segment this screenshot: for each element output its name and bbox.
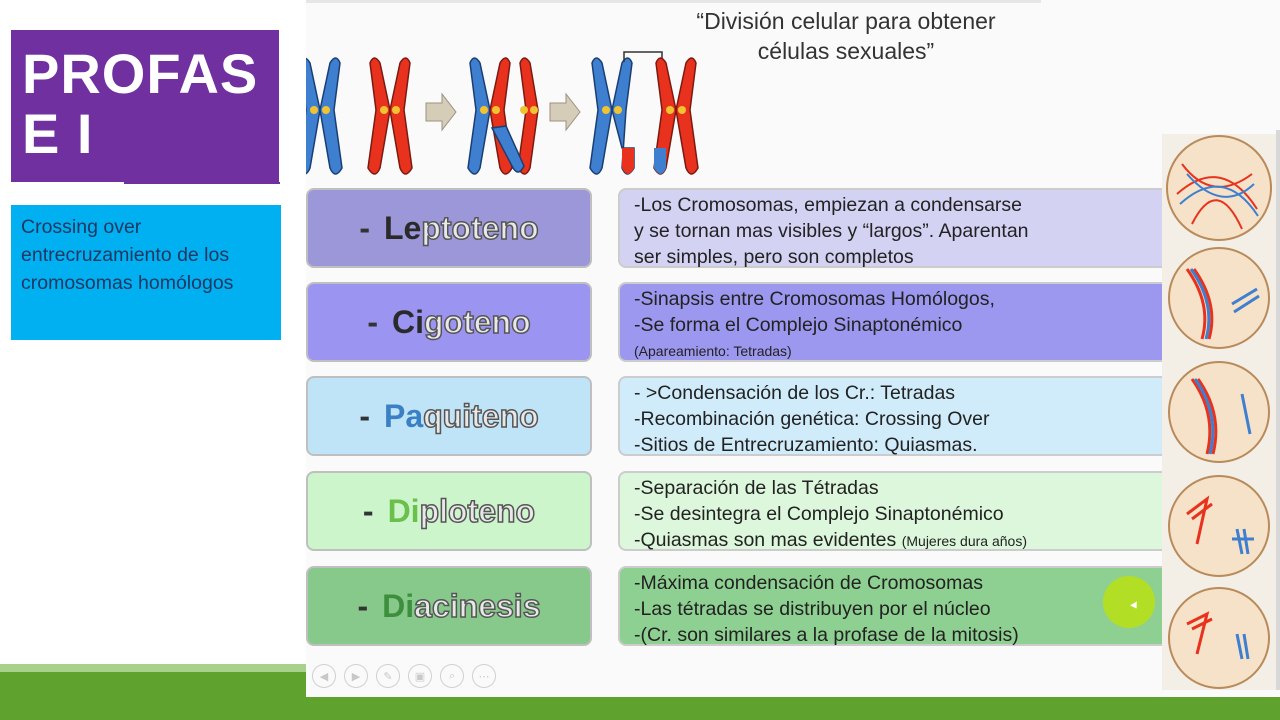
title-underline: [124, 182, 280, 184]
phase-label: - Di ploteno: [306, 471, 592, 551]
phase-prefix: Di: [387, 492, 420, 529]
phase-row-diploteno: - Di ploteno -Separación de las Tétradas…: [306, 471, 1178, 553]
phase-label: - Ci goteno: [306, 282, 592, 362]
presentation-controls: ◀ ▶ ✎ ▣ ⌕ ⋯: [312, 664, 496, 688]
cell-cigoteno: [1168, 247, 1270, 349]
phase-label: - Pa quiteno: [306, 376, 592, 456]
heading-line-1: “División celular para obtener: [696, 8, 996, 34]
arrow-icon: [549, 92, 581, 132]
phase-suffix: acinesis: [413, 587, 541, 625]
phase-row-paquiteno: - Pa quiteno - >Condensación de los Cr.:…: [306, 376, 1178, 458]
pen-icon[interactable]: ✎: [376, 664, 400, 688]
screenshot-heading: “División celular para obtener células s…: [646, 6, 1046, 66]
phase-suffix: ploteno: [419, 492, 536, 530]
phase-label: - Di acinesis: [306, 566, 592, 646]
slides-icon[interactable]: ▣: [408, 664, 432, 688]
phase-row-cigoteno: - Ci goteno -Sinapsis entre Cromosomas H…: [306, 282, 1178, 364]
phase-description: -Separación de las Tétradas -Se desinteg…: [618, 471, 1178, 551]
chromosome-blue-2: [589, 57, 635, 175]
slide-title: PROFASE I: [22, 42, 259, 165]
right-edge-strip: [1276, 130, 1280, 690]
embedded-screenshot: “División celular para obtener células s…: [306, 0, 1280, 697]
cursor-highlight: [1103, 576, 1155, 628]
bracket-line: [623, 51, 663, 62]
chromosome-red-1: [367, 57, 413, 175]
phase-row-leptoteno: - Le ptoteno -Los Cromosomas, empiezan a…: [306, 188, 1178, 270]
footer-band-light: [0, 664, 306, 672]
chromosome-crossing-diagram: [306, 51, 699, 175]
phase-description: - >Condensación de los Cr.: Tetradas -Re…: [618, 376, 1178, 456]
arrow-icon: [425, 92, 457, 132]
phase-prefix: Le: [384, 209, 422, 246]
zoom-icon[interactable]: ⌕: [440, 664, 464, 688]
previous-icon[interactable]: ◀: [312, 664, 336, 688]
cell-illustrations: [1162, 134, 1280, 690]
phase-description: -Máxima condensación de Cromosomas -Las …: [618, 566, 1178, 646]
phase-prefix: Ci: [392, 303, 424, 340]
cell-leptoteno: [1166, 135, 1272, 241]
cell-paquiteno: [1168, 361, 1270, 463]
phase-prefix: Pa: [383, 397, 424, 434]
chromosome-blue-1: [306, 57, 343, 175]
phase-description: -Los Cromosomas, empiezan a condensarse …: [618, 188, 1178, 268]
heading-line-2: células sexuales”: [757, 38, 935, 64]
phase-description: -Sinapsis entre Cromosomas Homólogos, -S…: [618, 282, 1178, 362]
screenshot-top-line: [306, 0, 1041, 3]
note-box: Crossing over entrecruzamiento de los cr…: [11, 205, 281, 340]
cell-diploteno: [1168, 475, 1270, 577]
phase-row-diacinesis: - Di acinesis -Máxima condensación de Cr…: [306, 566, 1178, 648]
phase-label: - Le ptoteno: [306, 188, 592, 268]
cell-drawings: [1166, 135, 1272, 689]
chromosome-red-2: [653, 57, 699, 175]
more-icon[interactable]: ⋯: [472, 664, 496, 688]
phase-prefix: Di: [382, 587, 415, 624]
chromosome-crossing-pair: [467, 57, 539, 175]
title-box: [11, 30, 279, 182]
cell-diacinesis: [1168, 587, 1270, 689]
next-icon[interactable]: ▶: [344, 664, 368, 688]
note-text: Crossing over entrecruzamiento de los cr…: [21, 216, 234, 294]
phase-suffix: ptoteno: [421, 209, 540, 247]
phase-suffix: quiteno: [422, 397, 539, 435]
phase-suffix: goteno: [423, 303, 531, 341]
